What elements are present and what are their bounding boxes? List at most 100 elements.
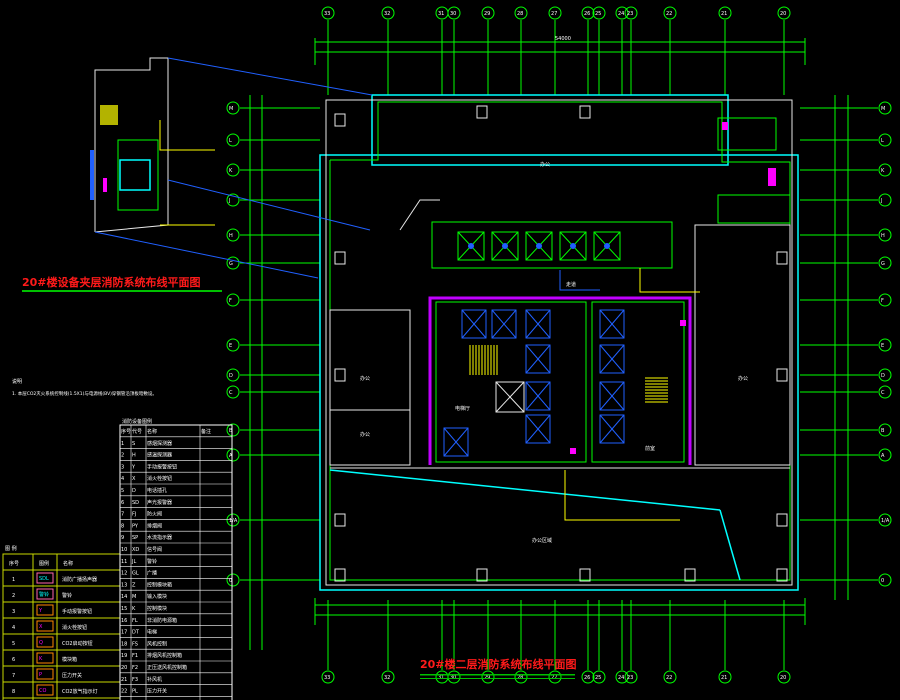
legend-symbol: CO: [39, 688, 46, 694]
grid-label: 32: [384, 675, 390, 681]
room-label: 办公区域: [532, 537, 552, 544]
grid-label: A: [229, 453, 233, 459]
room-label: 办公: [360, 375, 370, 382]
grid-bubble: [878, 448, 892, 462]
grid-bubble: [548, 670, 562, 684]
grid-bubble: [226, 368, 240, 382]
grid-bubble: [321, 6, 335, 20]
grid-bubble: [514, 670, 528, 684]
device-table-cell: FL: [132, 618, 138, 624]
grid-bubble: [447, 6, 461, 20]
elevator-shaft: [599, 414, 625, 444]
legend-name: 模块箱: [62, 656, 77, 663]
grid-label: 0: [881, 578, 884, 584]
column: [334, 113, 346, 127]
grid-bubble: [624, 670, 638, 684]
grid-bubble: [615, 670, 629, 684]
grid-label: J: [228, 198, 230, 204]
grid-axes: 3333323231313030292928282727262625252424…: [226, 6, 892, 684]
grid-bubble: [381, 6, 395, 20]
grid-label: 26: [584, 11, 590, 17]
grid-bubble: [878, 293, 892, 307]
device-table-cell: 防火阀: [147, 511, 162, 518]
legend-heading: 图 例: [5, 545, 17, 552]
legend-header: 序号: [9, 560, 19, 567]
left-dimension-lines: [249, 95, 263, 650]
column: [334, 513, 346, 527]
grid-label: 25: [595, 11, 601, 17]
grid-label: 22: [666, 675, 672, 681]
device-table-cell: 补风机: [147, 676, 162, 683]
device-table-cell: 15: [121, 606, 127, 612]
elevator-shaft: [491, 309, 517, 339]
grid-label: L: [881, 138, 884, 144]
device-table-cell: 7: [121, 512, 124, 518]
grid-label: 22: [666, 11, 672, 17]
device-table-cell: S: [132, 441, 135, 447]
legend-row-number: 7: [12, 673, 15, 679]
grid-bubble: [878, 338, 892, 352]
device-table-header: 备注: [201, 428, 211, 435]
grid-bubble: [447, 670, 461, 684]
grid-label: 1/A: [229, 518, 238, 524]
room-label: 办公: [738, 375, 748, 382]
column: [579, 105, 591, 119]
device-table-header: 代号: [132, 428, 142, 435]
elevator-shaft: [525, 344, 551, 374]
device-table-cell: 2: [121, 453, 124, 459]
legend-header: 名称: [63, 560, 73, 567]
device-table-cell: 19: [121, 653, 127, 659]
grid-bubble: [226, 385, 240, 399]
legend-name: 压力开关: [62, 672, 82, 679]
device-table-cell: 4: [121, 476, 124, 482]
device-table-cell: JL: [131, 559, 136, 565]
legend-row-number: 8: [12, 689, 15, 695]
column: [476, 568, 488, 582]
office-right-room: [694, 224, 791, 466]
device-table-cell: 13: [121, 582, 127, 588]
notes-line: 1. 本层CO2灭火系统控制线(1.5X1)与电源线(BV)穿钢管沿顶板暗敷设。: [12, 390, 157, 397]
elevator-shaft: [525, 231, 553, 261]
grid-label: 24: [618, 11, 624, 17]
elevator-shaft: [491, 231, 519, 261]
device-table-cell: 16: [121, 618, 127, 624]
main-floor-plan: 办公 办公 办公 办公 办公区域 走道 电梯厅 前室: [319, 94, 799, 591]
elevator-shaft: [599, 344, 625, 374]
grid-bubble: [226, 448, 240, 462]
grid-label: 30: [450, 11, 456, 17]
device-table-cell: Z: [132, 582, 136, 588]
core-east: [591, 301, 685, 463]
outer-wall-cyan: [319, 154, 799, 591]
legend-name: 手动报警按钮: [62, 608, 92, 615]
grid-label: G: [881, 261, 885, 267]
legend-symbol: 警铃: [39, 591, 49, 598]
legend-row-number: 4: [12, 625, 15, 631]
grid-label: D: [881, 373, 885, 379]
device-table-cell: 14: [121, 594, 127, 600]
device-table-cell: 信号阀: [147, 546, 162, 553]
grid-label: 20: [780, 11, 786, 17]
top-dimension-lines: 54000: [314, 36, 806, 65]
grid-label: M: [881, 106, 885, 112]
grid-label: 21: [721, 11, 727, 17]
device-table-title: 消防设备图例: [122, 418, 152, 425]
inset-title-underline: [22, 290, 222, 292]
elevator-shafts-top: [457, 231, 621, 261]
grid-label: 31: [438, 11, 444, 17]
room-label: 走道: [566, 281, 576, 288]
grid-bubble: [226, 256, 240, 270]
fire-cable-tray: [428, 296, 692, 465]
device-table-cell: 非消防电源箱: [147, 617, 177, 624]
grid-bubble: [226, 423, 240, 437]
bottom-dimension-lines: [314, 598, 806, 625]
grid-label: 0: [229, 578, 232, 584]
grid-label: 28: [517, 11, 523, 17]
device-table-header: 序号: [121, 428, 131, 435]
device-table-cell: K: [132, 606, 136, 612]
device-table-cell: 感温探测器: [147, 452, 172, 459]
grid-bubble: [226, 573, 240, 587]
device-table-cell: 控制模块箱: [147, 581, 172, 588]
grid-bubble: [878, 133, 892, 147]
elevator-shaft: [525, 381, 551, 411]
